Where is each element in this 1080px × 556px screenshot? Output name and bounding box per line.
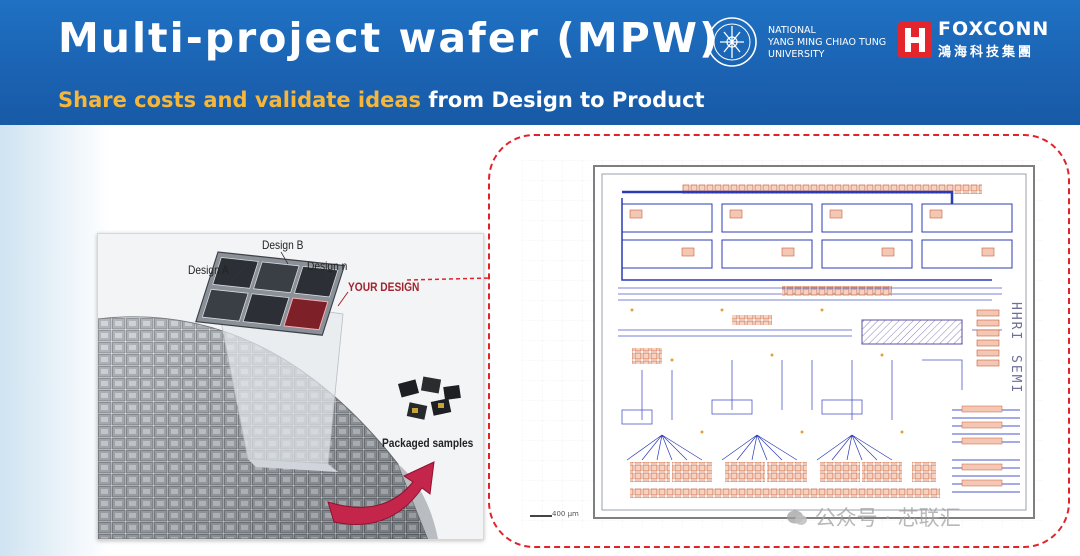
wafer-graphic: [98, 251, 461, 539]
university-logo: NATIONAL YANG MING CHIAO TUNG UNIVERSITY: [706, 14, 896, 70]
subtitle-rest: from Design to Product: [421, 88, 705, 112]
slide-subtitle: Share costs and validate ideas from Desi…: [58, 88, 705, 112]
university-line: YANG MING CHIAO TUNG: [768, 37, 887, 48]
label-design-b: Design B: [262, 238, 304, 252]
watermark: 公众号 · 芯联汇: [786, 502, 961, 532]
chip-layout-callout: [488, 134, 1070, 548]
chip-layout-view: [522, 160, 1042, 530]
foxconn-mark-icon: [898, 22, 932, 58]
company-logo: FOXCONN 鴻海科技集團: [898, 18, 1068, 68]
university-line: UNIVERSITY: [768, 49, 825, 60]
chip-label-hhri: HHRI: [1008, 302, 1023, 342]
label-packaged-samples: Packaged samples: [382, 436, 474, 450]
watermark-text: 公众号 · 芯联汇: [814, 506, 961, 530]
university-line: NATIONAL: [768, 25, 816, 36]
chip-label-semi: SEMI: [1008, 355, 1023, 395]
subtitle-highlight: Share costs and validate ideas: [58, 88, 422, 112]
label-your-design: YOUR DESIGN: [348, 280, 420, 294]
label-design-n: Design n: [307, 259, 348, 273]
wechat-icon: [786, 508, 808, 526]
header-banner: Multi-project wafer (MPW) Share costs an…: [0, 0, 1080, 125]
university-seal-icon: [707, 17, 757, 67]
wafer-illustration: Design A Design B Design n YOUR DESIGN P…: [97, 233, 484, 540]
company-name: FOXCONN: [938, 18, 1050, 40]
company-chinese-name: 鴻海科技集團: [938, 45, 1035, 60]
left-gradient-decoration: [0, 125, 110, 556]
university-name: NATIONAL YANG MING CHIAO TUNG UNIVERSITY: [768, 25, 886, 61]
scale-bar-label: 400 µm: [552, 510, 579, 518]
slide-title: Multi-project wafer (MPW): [58, 14, 720, 62]
label-design-a: Design A: [188, 263, 229, 277]
callout-connector: [406, 277, 492, 281]
